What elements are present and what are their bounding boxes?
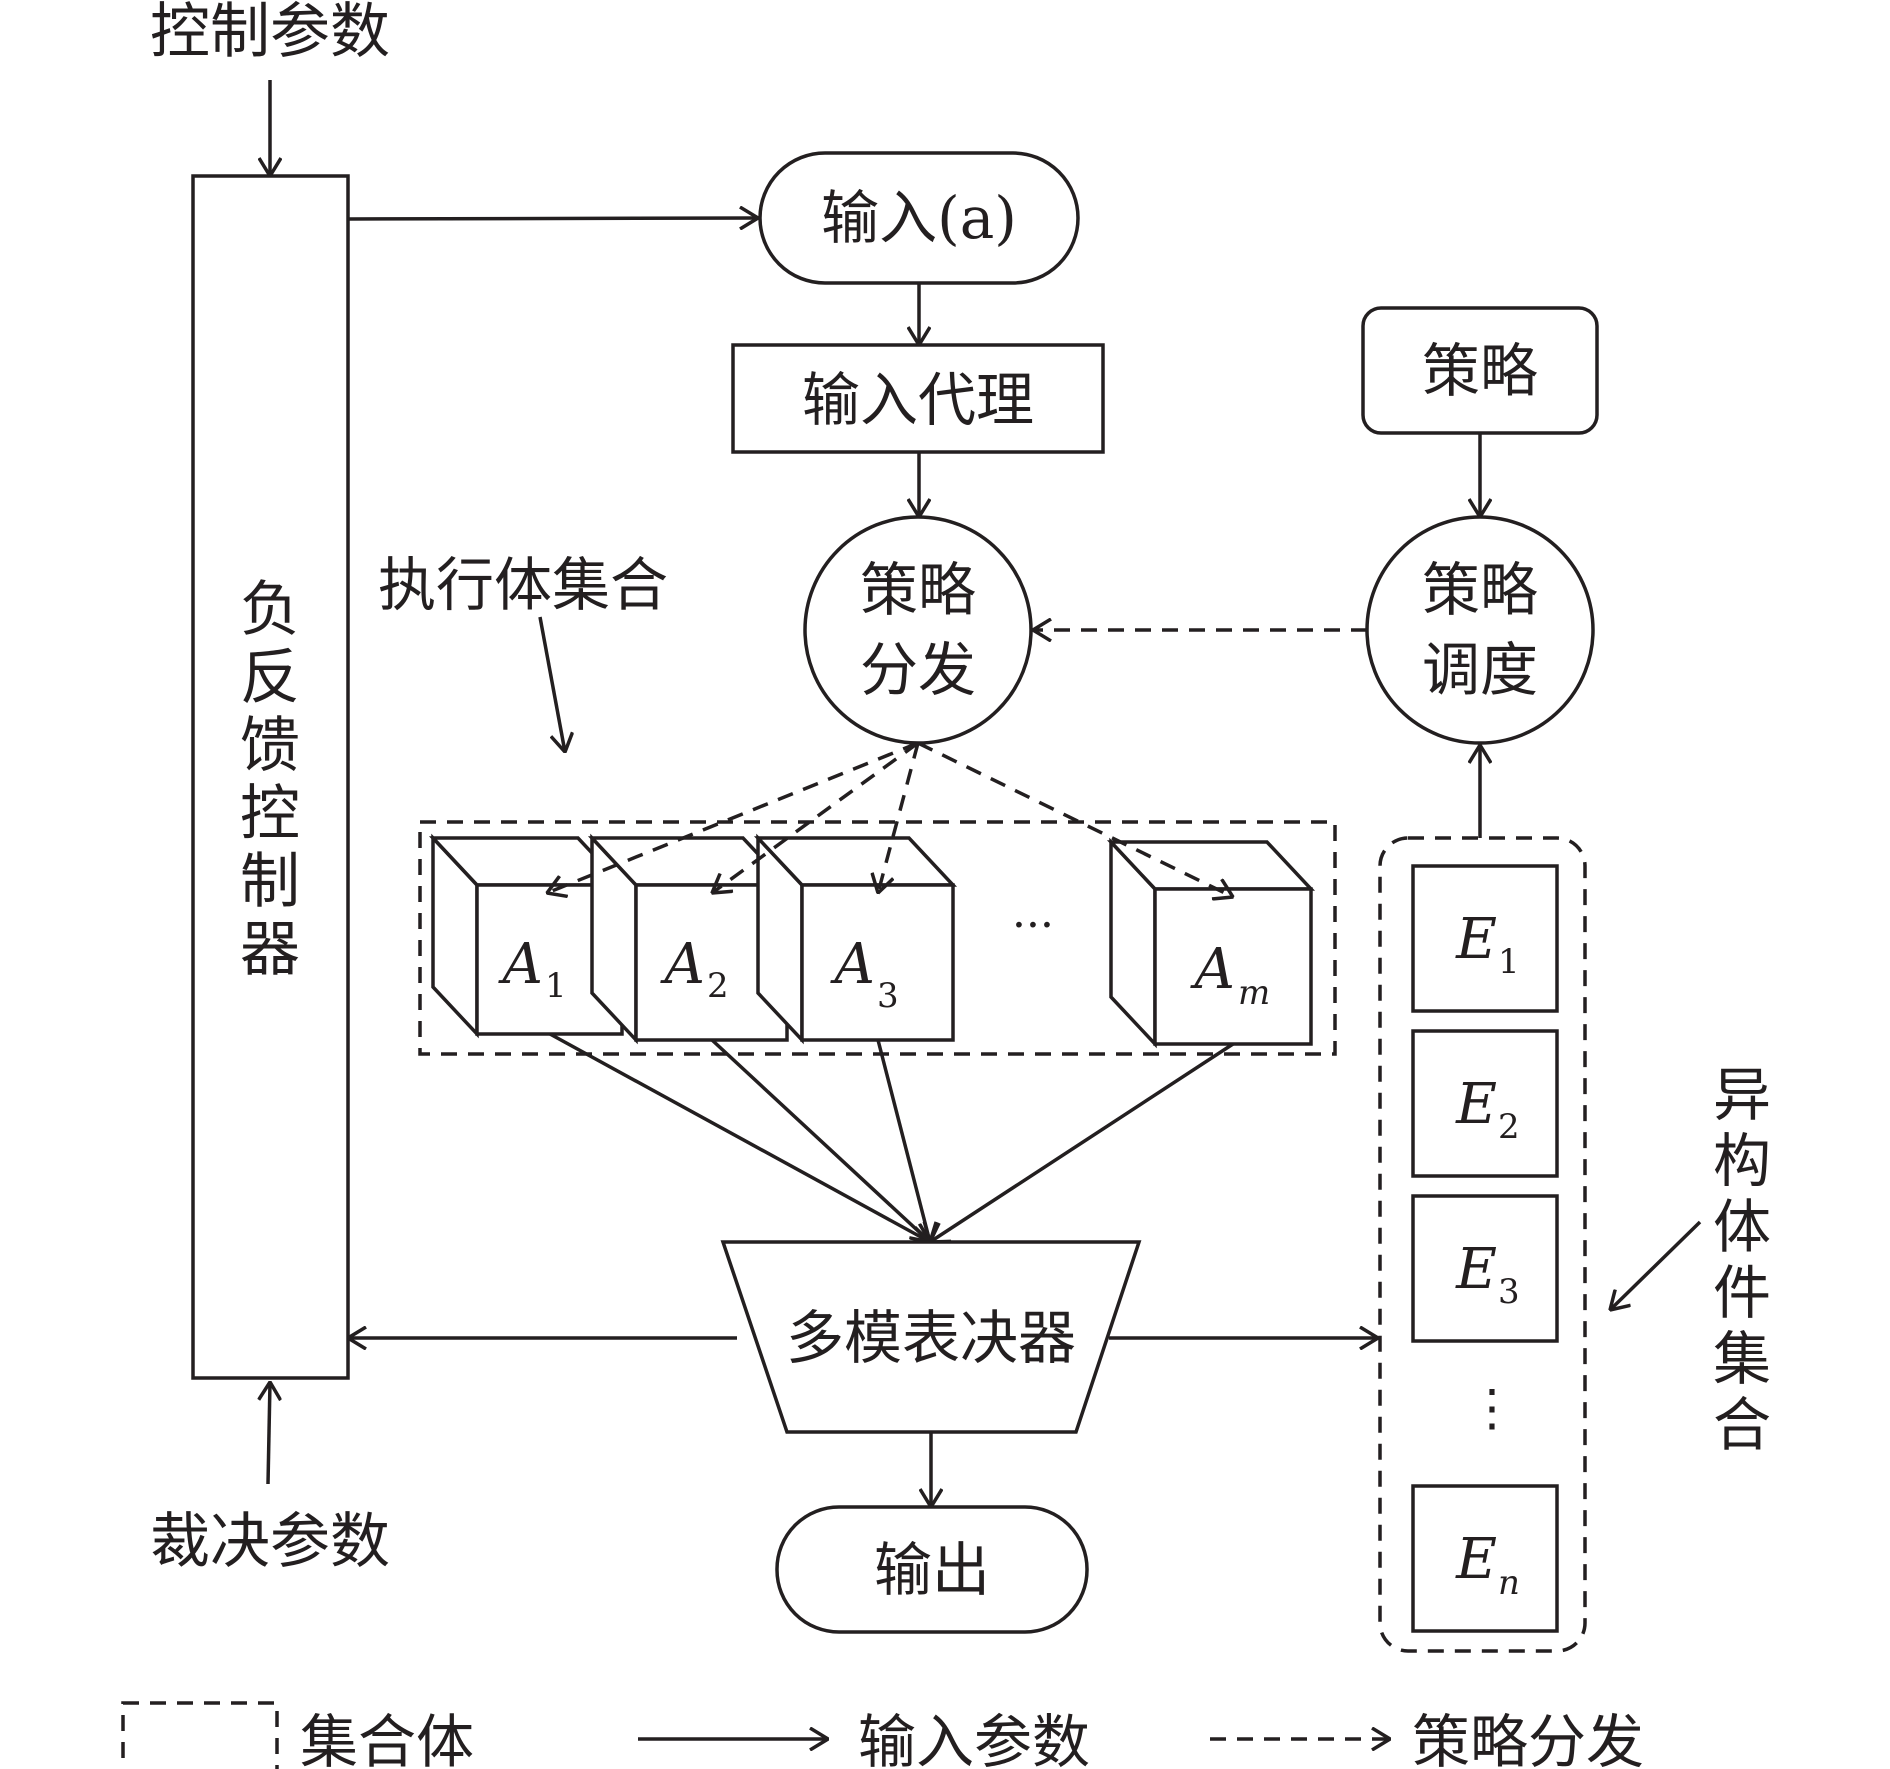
hetero-item-3: E 3 [1411,1194,1559,1343]
hetero-2-label: E [1455,1072,1497,1137]
legend-input-label: 输入参数 [858,1708,1090,1769]
strategy-label: 策略 [1422,337,1538,405]
svg-text:集: 集 [1713,1325,1771,1393]
hetero-set-pointer [1610,1220,1702,1310]
hetero-3-label: E [1455,1237,1497,1302]
executor-set-label: 执行体集合 [378,551,668,619]
hetero-ellipsis: ⋮ [1467,1379,1517,1437]
hetero-set-label: 异 构 体 件 集 合 [1713,1061,1771,1459]
strategy-schedule-node [1365,515,1595,745]
voter-label: 多模表决器 [786,1304,1076,1372]
executor-1-label: A [498,932,543,997]
executor-m-label: A [1190,937,1235,1002]
svg-text:构: 构 [1713,1127,1771,1195]
executor-set-pointer [538,616,565,752]
executor-set-container [418,820,1337,1056]
legend-set-swatch [121,1701,279,1769]
executor-cube-3: A 3 [753,833,958,1045]
executor-1-sub: 1 [545,966,567,1006]
svg-text:制: 制 [240,847,300,917]
controller-to-input-arrow [347,218,758,219]
legend-dispatch-label: 策略分发 [1412,1708,1644,1769]
feedback-controller-box [191,174,350,1380]
hetero-item-1: E 1 [1411,864,1559,1013]
legend: 集合体 输入参数 策略分发 [121,1701,1644,1769]
svg-text:体: 体 [1713,1193,1771,1261]
dispatch-arrows [547,741,1233,897]
hetero-set-container [1378,836,1587,1653]
svg-text:馈: 馈 [240,711,300,781]
hetero-3-sub: 3 [1498,1272,1520,1312]
hetero-item-2: E 2 [1411,1029,1559,1178]
svg-text:负: 负 [240,575,300,645]
executor-3-label: A [830,932,875,997]
dispatch-label-line2: 分发 [860,636,976,704]
dispatch-label-line1: 策略 [860,556,976,624]
hetero-1-sub: 1 [1498,942,1520,982]
multimode-voter [720,1240,1142,1434]
output-terminal [775,1505,1089,1634]
hetero-item-n: E n [1411,1484,1559,1633]
strategy-dispatch-node [803,515,1033,745]
svg-text:器: 器 [240,915,300,985]
verdict-params-label: 裁决参数 [150,1507,390,1577]
executor-2-label: A [660,932,705,997]
svg-text:合: 合 [1713,1391,1771,1459]
executor-3-sub: 3 [877,976,899,1016]
legend-set-label: 集合体 [300,1708,474,1769]
svg-text:件: 件 [1713,1259,1771,1327]
executor-m-sub: m [1238,973,1270,1013]
hetero-2-sub: 2 [1498,1107,1520,1147]
input-proxy-label: 输入代理 [802,366,1034,434]
control-params-label: 控制参数 [150,0,390,67]
executor-cube-m: A m [1106,837,1316,1049]
executor-ellipsis: ··· [1012,900,1054,951]
executor-2-sub: 2 [707,966,729,1006]
svg-text:控: 控 [240,779,300,849]
hetero-n-sub: n [1498,1563,1520,1603]
feedback-controller-label: 负 反 馈 控 制 器 [240,575,300,985]
svg-text:反: 反 [240,643,300,713]
hetero-1-label: E [1455,907,1497,972]
svg-text:异: 异 [1713,1061,1771,1129]
hetero-n-label: E [1455,1527,1497,1592]
verdict-params-arrow [268,1382,270,1485]
schedule-label-line1: 策略 [1422,556,1538,624]
input-label: 输入(a) [821,184,1017,252]
schedule-label-line2: 调度 [1422,636,1538,704]
executor-to-voter-arrows [549,1032,1234,1242]
output-label: 输出 [874,1536,990,1604]
executor-cube-1: A 1 [428,833,627,1039]
